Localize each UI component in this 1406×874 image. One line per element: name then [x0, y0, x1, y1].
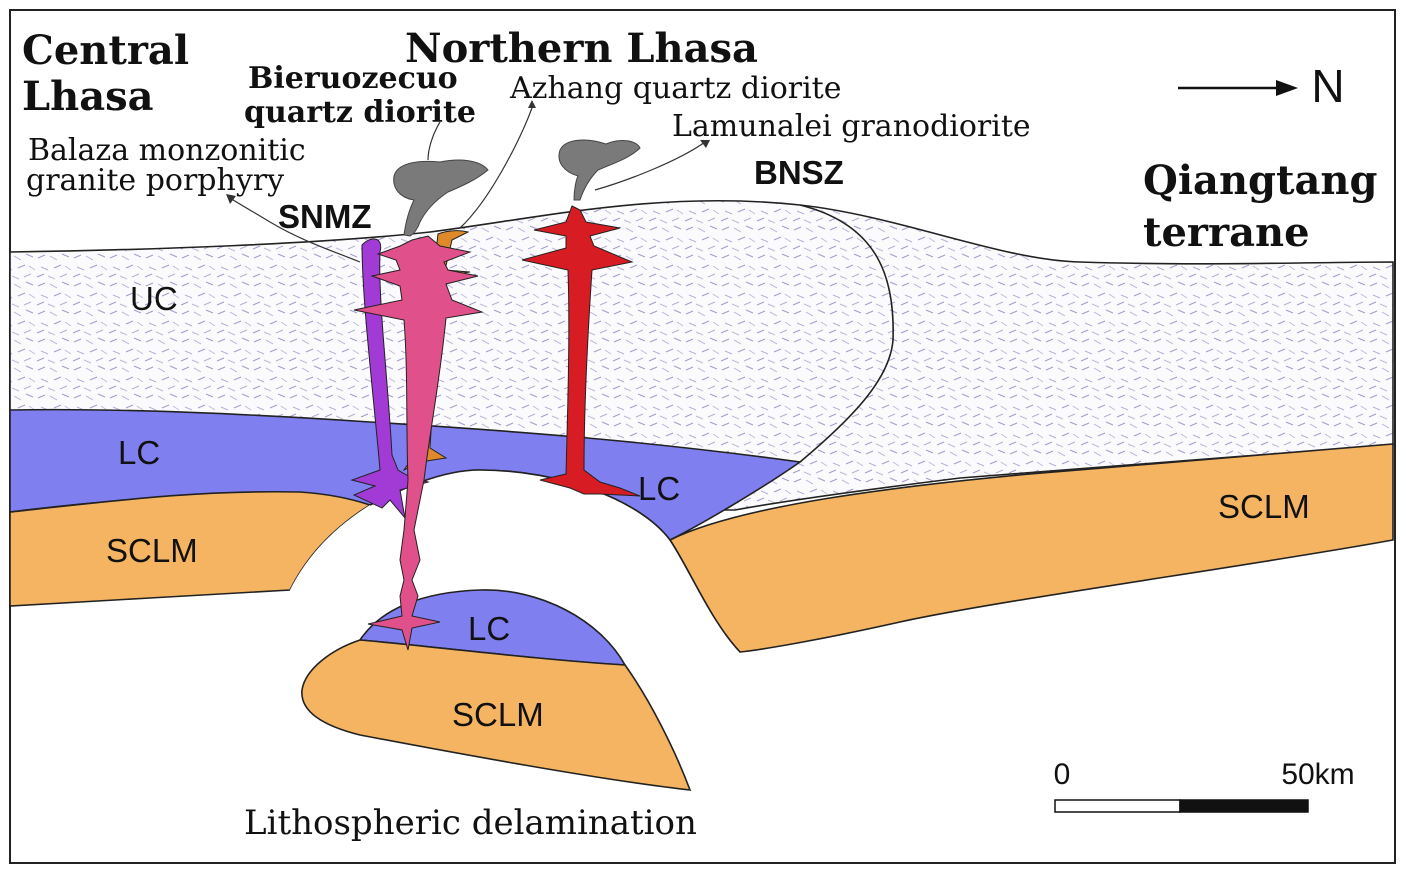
bieruozecuo-label-line2: quartz diorite [244, 95, 476, 130]
north-label: N [1311, 60, 1344, 112]
qiangtang-title-line2: terrane [1143, 209, 1310, 256]
scale-start-label: 0 [1054, 758, 1071, 791]
delaminated-sclm-label: SCLM [452, 696, 544, 733]
scale-bar-white-segment [1054, 799, 1181, 813]
azhang-leader [459, 107, 533, 229]
scale-bar: 0 50km [1054, 758, 1355, 813]
sclm-left-label: SCLM [106, 532, 198, 569]
bnsz-label: BNSZ [754, 154, 844, 191]
central-lhasa-title-line1: Central [22, 27, 189, 74]
lamunalei-leader [594, 141, 706, 191]
lower-crust-right-label: LC [638, 470, 680, 507]
snmz-label: SNMZ [278, 198, 372, 235]
lamunalei-intrusion [521, 205, 641, 497]
bieruozecuo-leader [427, 121, 441, 161]
lamunalei-leader-arrowhead [700, 140, 710, 148]
azhang-leader-arrowhead [528, 100, 536, 108]
bieruozecuo-intrusion [353, 235, 484, 651]
sclm-right-label: SCLM [1218, 488, 1310, 525]
volcanic-plume-right [558, 139, 641, 201]
lower-crust-left-label: LC [118, 434, 160, 471]
balaza-label-line1: Balaza monzonitic [28, 133, 306, 168]
delaminated-sclm [301, 639, 692, 791]
northern-lhasa-title: Northern Lhasa [405, 25, 758, 72]
delamination-caption: Lithospheric delamination [244, 803, 697, 843]
sclm-right-layer [668, 443, 1394, 653]
central-lhasa-title-line2: Lhasa [22, 73, 154, 120]
balaza-leader-arrowhead [226, 194, 236, 204]
qiangtang-title-line1: Qiangtang [1143, 157, 1377, 204]
upper-crust-label: UC [130, 280, 178, 317]
balaza-label-line2: granite porphyry [26, 163, 284, 198]
azhang-label: Azhang quartz diorite [509, 71, 842, 106]
delaminated-lower-crust-label: LC [468, 610, 510, 647]
north-arrow: N [1178, 60, 1345, 112]
scale-bar-black-segment [1179, 799, 1309, 813]
bieruozecuo-label-line1: Bieruozecuo [248, 61, 458, 96]
balaza-leader [229, 197, 361, 263]
scale-end-label: 50km [1281, 758, 1354, 791]
lamunalei-label: Lamunalei granodiorite [672, 109, 1031, 144]
bnsz-suture-line [799, 204, 894, 463]
arrow-right-head-icon [1276, 80, 1298, 96]
volcanic-plume-left [393, 159, 489, 237]
